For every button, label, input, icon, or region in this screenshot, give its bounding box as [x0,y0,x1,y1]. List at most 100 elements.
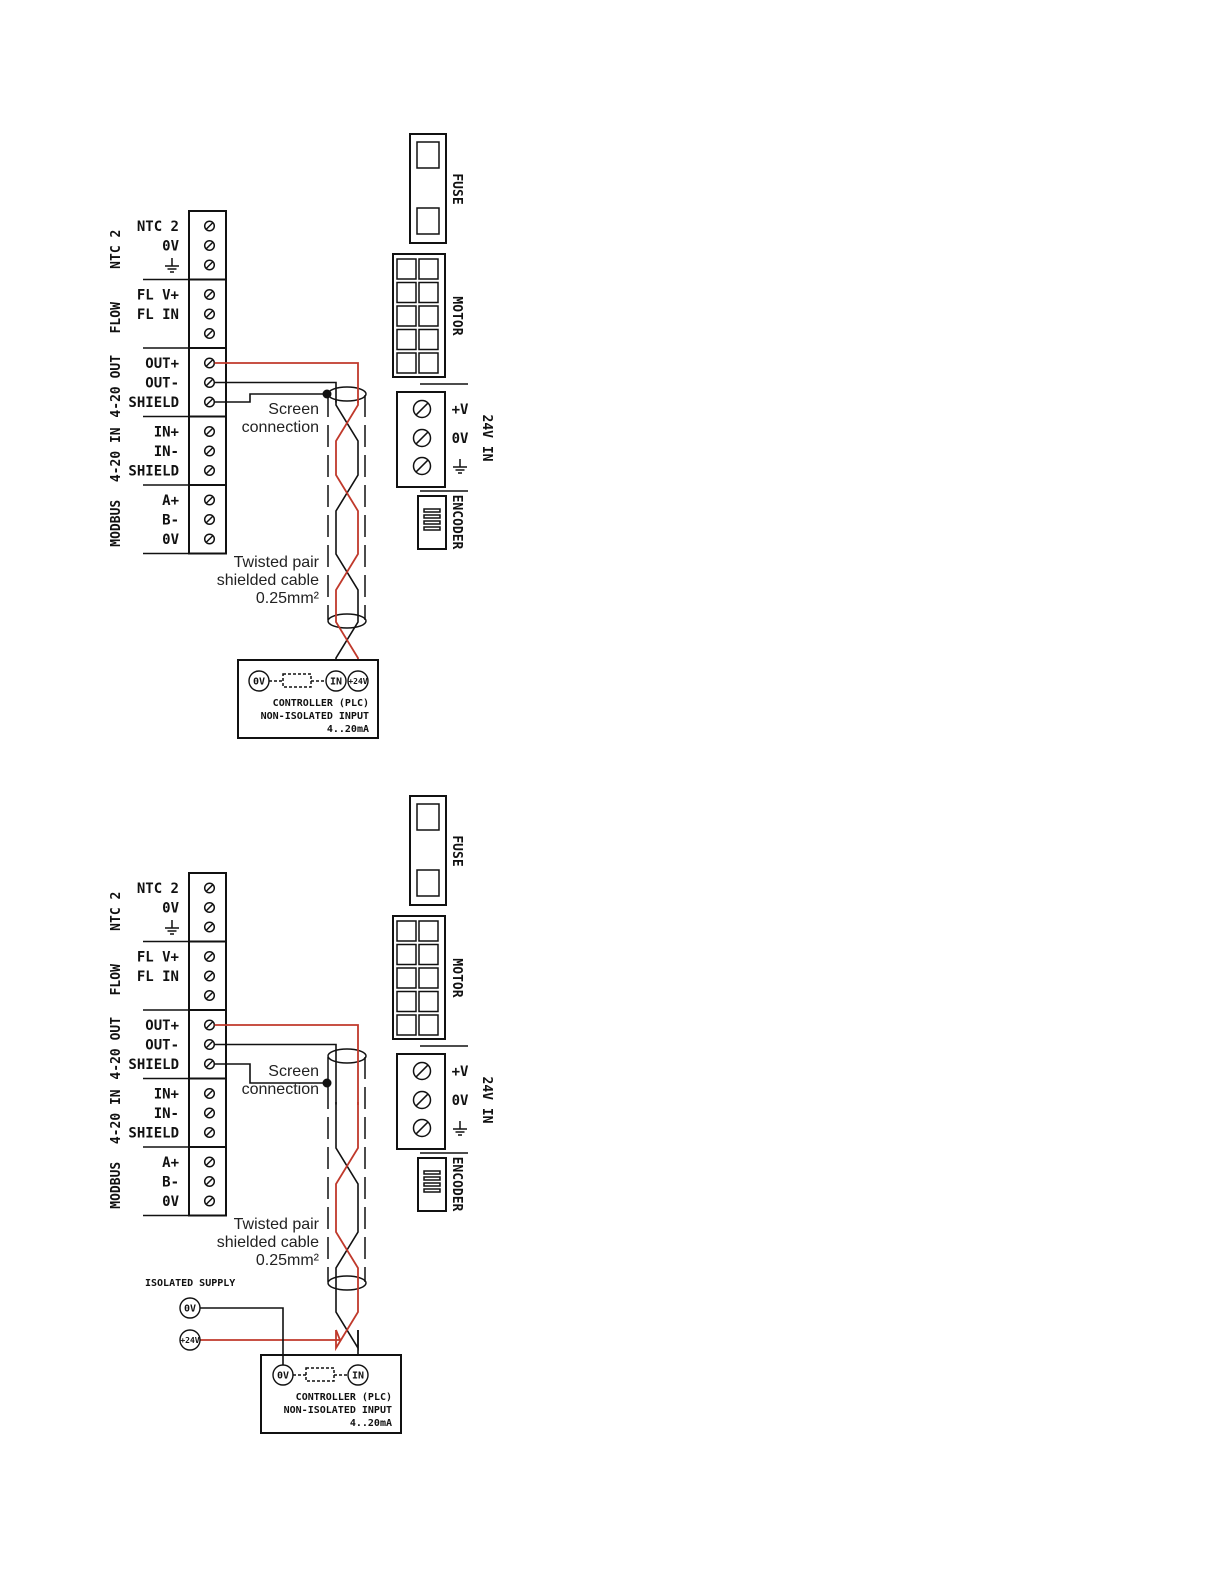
screw-slot-icon [205,1128,214,1137]
controller-pin-in [325,670,347,692]
terminal-group-box [188,278,227,349]
cable-note-line: shielded cable [217,572,319,589]
terminal-label: SHIELD [128,1126,179,1142]
power-screw-icon [412,1061,432,1081]
fuse-box [409,133,447,244]
encoder-pin [423,1182,441,1187]
isolated-supply-pin-0v-label: 0V [184,1304,196,1315]
power-terminal-box [396,391,446,488]
screw-slot-icon [205,1021,214,1029]
terminal-label: SHIELD [128,395,179,411]
terminal-screw-icon [203,513,216,526]
terminal-screw-icon [203,1175,216,1188]
isolated-supply-pin-24v-label: +24V [180,1336,199,1345]
motor-pin-cell [396,352,417,374]
motor-pin-cell [418,328,439,351]
terminal-screw-icon [203,1038,216,1051]
cable-note-line: 0.25mm² [256,590,320,607]
shield-end-top [327,386,367,402]
power-label: 24V IN [479,1077,494,1124]
terminal-group-box [188,872,227,943]
screw-slot-icon [205,515,214,524]
terminal-label: B- [162,1175,179,1191]
supply-plus-wire [198,1329,342,1341]
isolated-supply-label: ISOLATED SUPPLY [145,1278,235,1289]
controller-label-line: 4..20mA [327,724,369,735]
terminal-screw-icon [203,901,216,914]
terminal-group-label: MODBUS [109,500,124,547]
shield-end-bottom [327,1275,367,1291]
screw-slot-icon [205,1177,214,1186]
screw-slot-icon [205,261,214,269]
terminal-label: 0V [162,901,179,917]
encoder-connector: ENCODER [417,495,464,550]
screw-slot-icon [415,402,429,416]
screw-slot-icon [205,535,214,543]
out-plus-wire [214,362,359,403]
encoder-connector: ENCODER [417,1157,464,1212]
cable-note-line: 0.25mm² [256,1252,320,1269]
screen-junction-dot [322,1078,332,1088]
screen-junction-dot [322,389,332,399]
terminal-group-label: 4-20 IN [109,427,124,482]
encoder-pin [423,526,441,531]
controller-label-line: NON-ISOLATED INPUT [261,711,369,722]
motor-pin-cell [396,281,417,304]
encoder-box [417,1157,447,1212]
screw-slot-icon [205,1040,214,1049]
controller-label-line: 4..20mA [350,1418,392,1429]
terminal-group-box [188,484,227,555]
screw-slot-icon [205,427,214,436]
twisted-pair-red-wire [335,1102,359,1352]
motor-pin-cell [396,990,417,1013]
encoder-pin [423,508,441,513]
terminal-label: IN- [154,444,179,460]
power-screw-icon [412,1118,432,1138]
screw-slot-icon [205,222,214,230]
terminal-label: NTC 2 [137,219,179,235]
terminal-screw-icon [203,396,216,408]
terminal-screw-icon [203,1019,216,1031]
terminal-label: NTC 2 [137,881,179,897]
motor-connector: MOTOR [392,915,464,1040]
power-screw-icon [412,399,432,419]
screen-note-line: connection [242,1081,319,1098]
screw-slot-icon [205,1060,214,1068]
screw-slot-icon [205,447,214,455]
controller-resistor [305,1367,335,1382]
motor-label: MOTOR [449,958,464,997]
fuse-label: FUSE [449,173,464,204]
motor-pin-cell [418,1014,439,1036]
power-screw-icon [412,428,432,448]
screw-slot-icon [205,991,214,1000]
screw-slot-icon [205,398,214,406]
screw-slot-icon [205,359,214,367]
terminal-group-label: FLOW [109,302,124,333]
motor-pin-cell [418,990,439,1013]
screw-slot-icon [205,903,214,912]
encoder-pin [423,1188,441,1193]
screw-slot-icon [415,1093,429,1107]
terminal-group-label: 4-20 OUT [109,1017,124,1080]
terminal-label: SHIELD [128,464,179,480]
terminal-screw-icon [203,1107,216,1119]
terminal-group-label: 4-20 OUT [109,355,124,418]
terminal-group-label: 4-20 IN [109,1089,124,1144]
motor-pin-cell [396,258,417,280]
fuse-cell [416,207,440,235]
cable-note-line: Twisted pair [234,1216,320,1233]
terminal-label: OUT- [145,1038,179,1054]
terminal-screw-icon [203,327,216,340]
fuse-holder: FUSE [409,795,464,906]
screw-slot-icon [205,952,214,961]
screw-slot-icon [415,459,429,473]
terminal-label: FL IN [137,307,179,323]
terminal-screw-icon [203,494,216,506]
